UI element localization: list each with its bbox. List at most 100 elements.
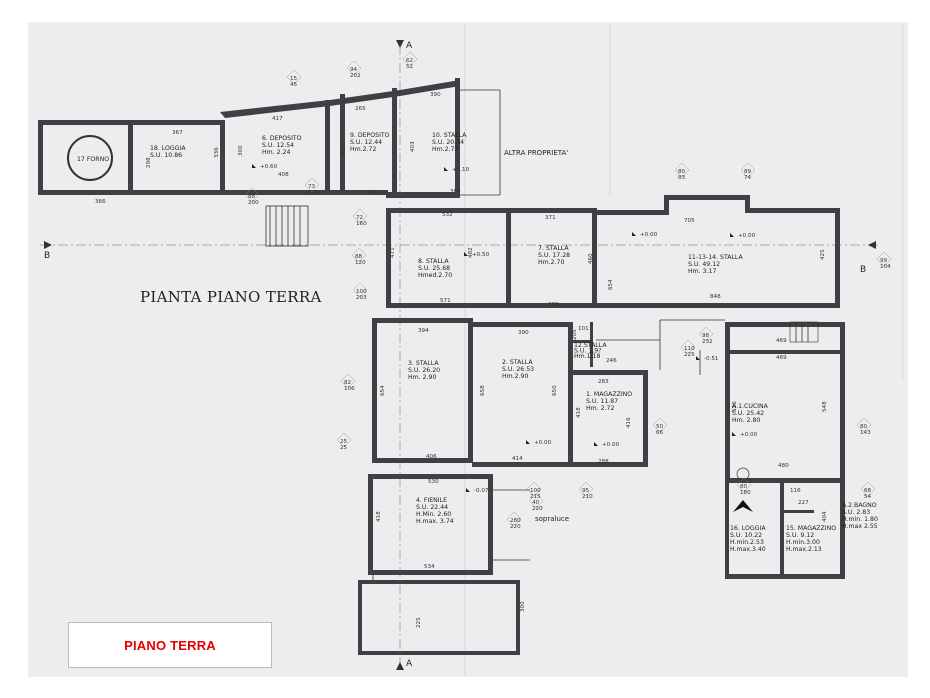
level-marker-icon — [594, 442, 598, 446]
room-label: 1. MAGAZZINO — [586, 391, 632, 398]
opening-marker-icon — [736, 477, 752, 493]
opening-marker-icon — [352, 282, 368, 298]
room-label: S.U. 10.22 — [730, 532, 762, 539]
opening-dimension: 25 — [340, 445, 348, 451]
room-label: H.Min. 2.60 — [416, 511, 451, 518]
dimension-label: 384 — [450, 189, 461, 195]
opening-dimension: 200 — [248, 200, 259, 206]
opening-marker-icon — [860, 481, 876, 497]
dimension-label: 367 — [172, 130, 183, 136]
room-label: 18. LOGGIA — [150, 145, 186, 152]
opening-dimension: 88 — [355, 254, 363, 260]
room-label: 6. DEPOSITO — [262, 135, 302, 142]
room-label: Hm. 2.72 — [586, 405, 614, 412]
room-label: 16. LOGGIA — [730, 525, 766, 532]
room-label: A.2.BAGNO — [842, 502, 877, 509]
opening-marker-icon — [506, 511, 522, 527]
room-label: 2. STALLA — [502, 359, 533, 366]
room-label: S.U. 12.44 — [350, 139, 382, 146]
oven-icon — [67, 135, 113, 181]
dimension-label: 416 — [626, 417, 632, 428]
room-label: Hm. 2.24 — [262, 149, 290, 156]
dimension-label: 705 — [684, 218, 695, 224]
room-label: 17 FORNO — [77, 156, 109, 163]
room-label: 9. DEPOSITO — [350, 132, 390, 139]
opening-dimension: 106 — [344, 386, 355, 392]
room-label: 7. STALLA — [538, 245, 569, 252]
opening-dimension: 25 — [340, 439, 348, 445]
opening-marker-icon — [286, 69, 302, 85]
dimension-label: 394 — [418, 328, 429, 334]
room-label: H.min. 1.80 — [842, 516, 878, 523]
dimension-label: 650 — [552, 385, 558, 396]
room-label: Hm.1.18 — [574, 353, 600, 360]
level-label: +0.00 — [738, 233, 756, 239]
opening-dimension: 88 — [248, 194, 256, 200]
dimension-label: 298 — [146, 157, 152, 168]
room-label: H.max.2.13 — [786, 546, 822, 553]
opening-dimension: 50 — [656, 424, 664, 430]
room-label: 12.STALLA — [574, 342, 607, 349]
dimension-label: 534 — [424, 564, 435, 570]
level-label: +0.10 — [452, 167, 470, 173]
room-label: H.max 2.55 — [842, 523, 878, 530]
opening-marker-icon — [340, 373, 356, 389]
dimension-label: 404 — [822, 511, 828, 522]
dimension-label: 336 — [214, 147, 220, 158]
opening-dimension: 15 — [290, 76, 298, 82]
section-label-a-top: A — [406, 41, 413, 51]
room-label: S.U. 26.20 — [408, 367, 440, 374]
opening-marker-icon — [244, 187, 260, 203]
opening-marker-icon — [856, 417, 872, 433]
detail-lines — [372, 89, 725, 580]
dimension-label: 571 — [440, 298, 451, 304]
opening-labels: 1545942026252732008820072160881201002038… — [244, 51, 892, 530]
room-label: H.max. 3.74 — [416, 518, 454, 525]
opening-dimension: 160 — [356, 221, 367, 227]
level-label: -0.07 — [474, 488, 489, 494]
section-arrow-icon — [44, 241, 52, 249]
room-label: S.U. 11.87 — [586, 398, 618, 405]
opening-dimension: 104 — [880, 264, 891, 270]
opening-dimension: 74 — [744, 175, 752, 181]
opening-dimension: 99 — [880, 258, 888, 264]
dimension-label: 403 — [410, 141, 416, 152]
dimension-label: 283 — [598, 379, 609, 385]
opening-dimension: 82 — [344, 380, 351, 386]
dimension-label: 480 — [778, 463, 789, 469]
opening-dimension: 66 — [656, 430, 664, 436]
opening-dimension: 72 — [356, 215, 363, 221]
room-label: S.U. 25.68 — [418, 265, 450, 272]
room-label: 8. STALLA — [418, 258, 449, 265]
section-arrow-icon — [868, 241, 876, 249]
room-label: S.U. 12.54 — [262, 142, 294, 149]
opening-marker-icon — [674, 162, 690, 178]
section-label-b-right: B — [860, 265, 866, 275]
dimension-labels: 3672983364173004083662654302833904033845… — [95, 92, 828, 628]
dimension-label: 408 — [278, 172, 289, 178]
opening-dimension: 220 — [532, 506, 543, 512]
dimension-label: 300 — [520, 601, 526, 612]
opening-dimension: 80 — [678, 169, 686, 175]
room-label: Hmed.2.70 — [418, 272, 452, 279]
room-label: Hm.2.70 — [538, 259, 564, 266]
room-label: S.U. 2.83 — [842, 509, 870, 516]
dimension-label: 658 — [480, 385, 486, 396]
level-label: +0.00 — [740, 432, 758, 438]
dimension-label: 366 — [95, 199, 106, 205]
opening-marker-icon — [304, 177, 320, 193]
opening-dimension: 80 — [860, 424, 868, 430]
opening-dimension: 232 — [702, 339, 713, 345]
room-label: S.U. 49.12 — [688, 261, 720, 268]
dimension-label: 265 — [355, 106, 366, 112]
dimension-label: 469 — [776, 338, 787, 344]
room-label: Hm.2.72 — [432, 146, 458, 153]
opening-marker-icon — [336, 432, 352, 448]
caption-box: PIANO TERRA — [68, 622, 272, 668]
dimension-label: 471 — [390, 247, 396, 258]
dimension-label: 417 — [272, 116, 283, 122]
opening-dimension: 94 — [350, 67, 358, 73]
opening-marker-icon — [680, 339, 696, 355]
